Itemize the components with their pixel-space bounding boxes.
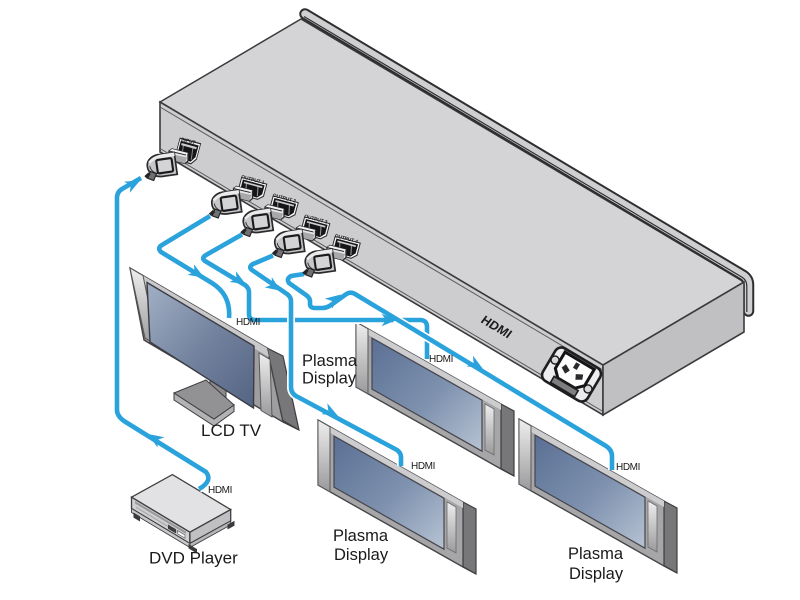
svg-text:LCD TV: LCD TV	[201, 421, 262, 440]
svg-text:Plasma: Plasma	[333, 527, 389, 545]
svg-text:HDMI: HDMI	[616, 462, 640, 473]
svg-text:Plasma: Plasma	[568, 545, 624, 563]
svg-text:Display: Display	[334, 546, 389, 564]
svg-text:INPUT: INPUT	[180, 137, 196, 147]
svg-text:HDMI: HDMI	[236, 317, 260, 328]
svg-text:DVD Player: DVD Player	[149, 549, 238, 568]
svg-text:HDMI: HDMI	[429, 354, 453, 365]
svg-text:Plasma: Plasma	[302, 352, 358, 370]
svg-text:Display: Display	[569, 565, 624, 583]
svg-text:HDMI: HDMI	[411, 461, 435, 472]
svg-text:HDMI: HDMI	[208, 485, 232, 496]
svg-text:Display: Display	[302, 370, 357, 388]
